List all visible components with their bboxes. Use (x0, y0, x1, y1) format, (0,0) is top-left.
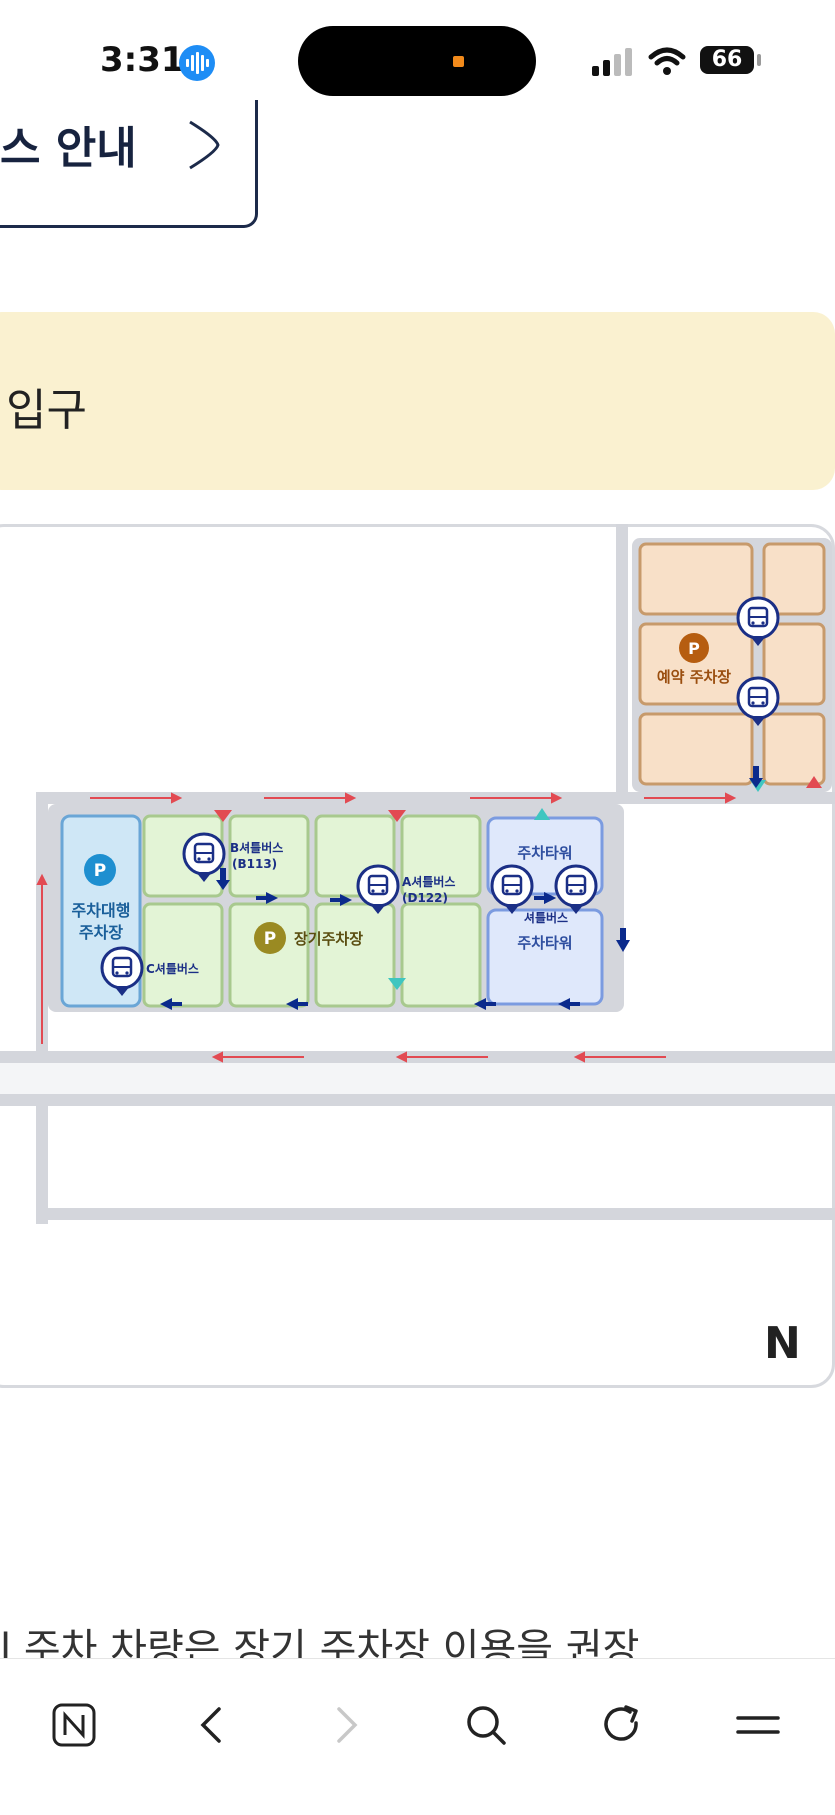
valet-parking-icon (84, 854, 116, 886)
chevron-right-icon (189, 120, 220, 170)
voice-recording-icon[interactable] (178, 44, 216, 82)
road-vertical-right (616, 524, 628, 794)
svg-text:P: P (94, 861, 106, 881)
shuttle-a-code: (D122) (402, 891, 448, 905)
battery-icon (757, 54, 761, 66)
valet-label-1: 주차대행 (72, 901, 131, 920)
entrance-section (0, 312, 835, 490)
guide-button[interactable] (0, 100, 258, 228)
long-term-parking-icon (254, 922, 286, 954)
naver-home-button[interactable] (44, 1695, 104, 1755)
cellular-signal-icon (592, 48, 632, 76)
status-time: 3:31 (100, 40, 185, 80)
svg-text:P: P (688, 639, 700, 658)
parking-map-frame (0, 524, 835, 1388)
status-bar: 3:31 66 (0, 0, 835, 120)
reload-button[interactable] (592, 1695, 652, 1755)
shuttle-c-label: C셔틀버스 (146, 961, 199, 976)
browser-toolbar (0, 1658, 835, 1815)
back-button[interactable] (180, 1695, 240, 1755)
svg-text:주차타워: 주차타워 (517, 934, 572, 952)
reserved-parking-icon (679, 633, 709, 663)
shuttle-b-label: B셔틀버스 (230, 840, 283, 855)
back-icon (200, 1707, 221, 1743)
svg-text:주차타워: 주차타워 (517, 844, 572, 862)
valet-label-2: 주차장 (79, 923, 123, 942)
forward-button[interactable] (318, 1695, 378, 1755)
naver-home-icon (52, 1703, 96, 1747)
road-bottom (36, 1208, 835, 1220)
recording-indicator-icon (453, 56, 464, 67)
parking-map: P 주차대행 주차장 P 장기주차장 주차타워 주차타워 P 예약 주차장 (0, 524, 835, 1224)
shuttle-b-code: (B113) (232, 857, 277, 871)
road-main-bottom (0, 1094, 835, 1106)
long-term-label: 장기주차장 (294, 930, 363, 948)
battery-level: 66 (700, 46, 754, 74)
traffic-arrows-red (36, 792, 737, 1063)
search-icon (467, 1706, 506, 1745)
reserved-lots (638, 542, 826, 786)
wifi-icon (648, 47, 686, 75)
parking-tower-bottom (486, 908, 604, 1006)
shuttle-a-label: A셔틀버스 (402, 874, 455, 889)
svg-text:P: P (264, 929, 276, 949)
entrance-label: 입구 (6, 385, 87, 436)
shuttle-tower-label: 셔틀버스 (524, 910, 568, 925)
reload-icon (604, 1705, 638, 1741)
compass-north: N (764, 1318, 801, 1369)
road-top (36, 792, 835, 804)
reserved-label: 예약 주차장 (657, 668, 731, 686)
search-button[interactable] (456, 1695, 516, 1755)
menu-icon (736, 1716, 780, 1734)
guide-label: 스 안내 (0, 123, 137, 174)
forward-icon (337, 1707, 358, 1743)
road-main-center (0, 1063, 835, 1094)
dynamic-island (298, 26, 536, 96)
menu-button[interactable] (728, 1695, 788, 1755)
